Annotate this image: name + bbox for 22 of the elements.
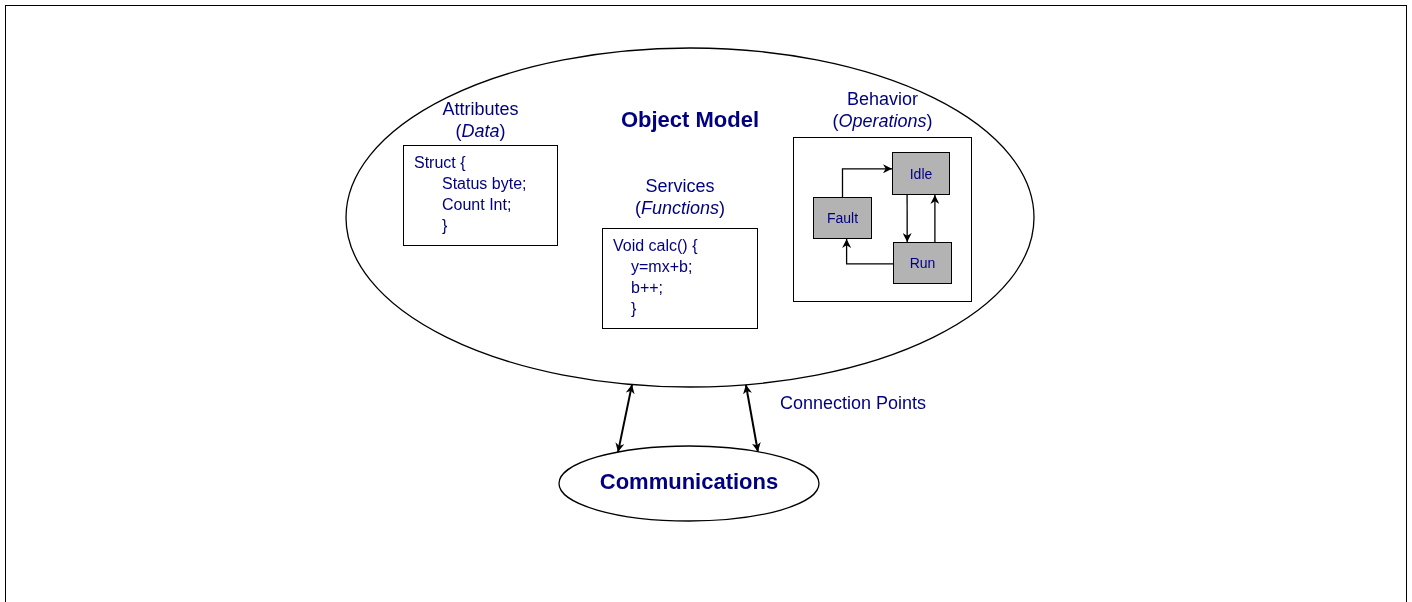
arrow	[842, 238, 894, 265]
arrow	[930, 194, 940, 243]
state-box: Idle	[892, 152, 950, 195]
arrow	[902, 194, 912, 243]
arrow	[841, 164, 893, 198]
state-box: Run	[893, 242, 952, 284]
code-line: }	[631, 299, 637, 319]
code-line: y=mx+b;	[631, 257, 693, 277]
code-line: Count Int;	[442, 195, 512, 215]
code-line: Struct {	[414, 153, 466, 173]
arrow	[615, 383, 635, 454]
code-line: Void calc() {	[613, 236, 698, 256]
box-heading: Attributes (Data)	[441, 98, 520, 143]
code-line: Status byte;	[442, 174, 527, 194]
ellipse-label: Communications	[598, 469, 780, 495]
box-heading: Behavior (Operations)	[831, 88, 934, 133]
code-line: }	[442, 216, 448, 236]
box-heading: Services (Functions)	[633, 175, 726, 220]
code-line: b++;	[631, 278, 664, 298]
arrow	[743, 383, 761, 453]
state-box: Fault	[813, 197, 872, 239]
ellipse-label: Object Model	[619, 107, 761, 133]
